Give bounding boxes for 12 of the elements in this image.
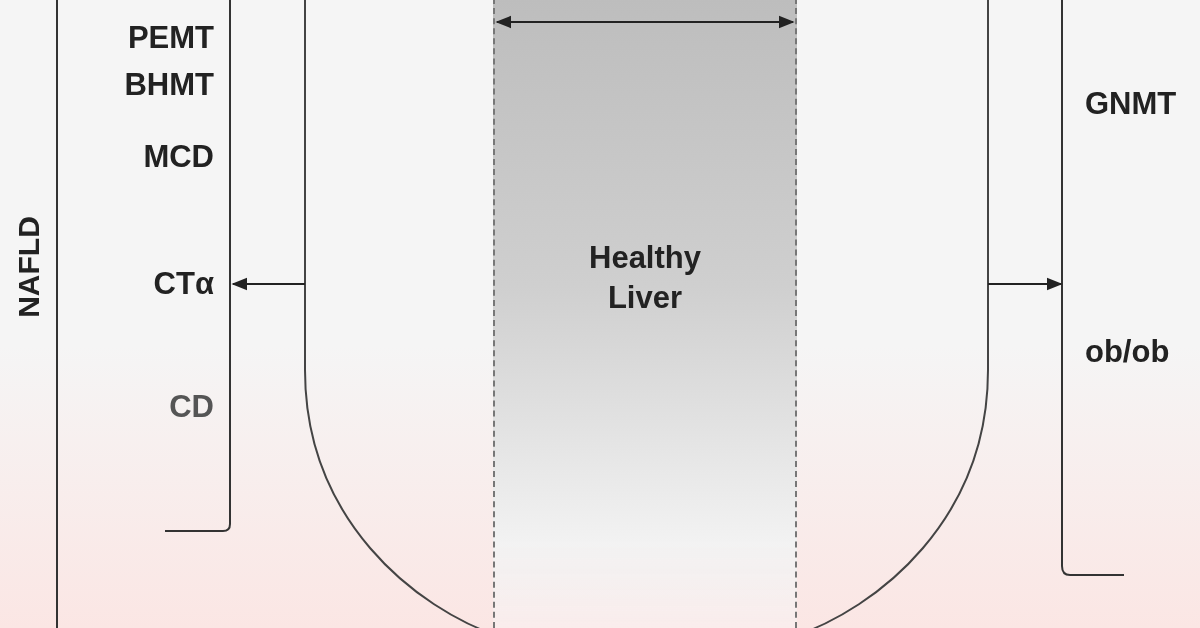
gene-label: CD: [169, 389, 214, 425]
gene-label: MCD: [143, 139, 214, 175]
gene-label: CTα: [153, 266, 214, 302]
gene-label: PEMT: [127, 20, 214, 56]
gene-label: BHMT: [124, 67, 214, 103]
model-label: GNMT: [1085, 86, 1177, 122]
model-label: ob/ob: [1085, 334, 1170, 370]
band-label: Healthy Liver: [588, 239, 702, 317]
arrow: [987, 277, 1063, 291]
arrow: [231, 277, 306, 291]
shaded-band: [493, 0, 797, 628]
axis-label: NAFLD: [11, 216, 46, 318]
